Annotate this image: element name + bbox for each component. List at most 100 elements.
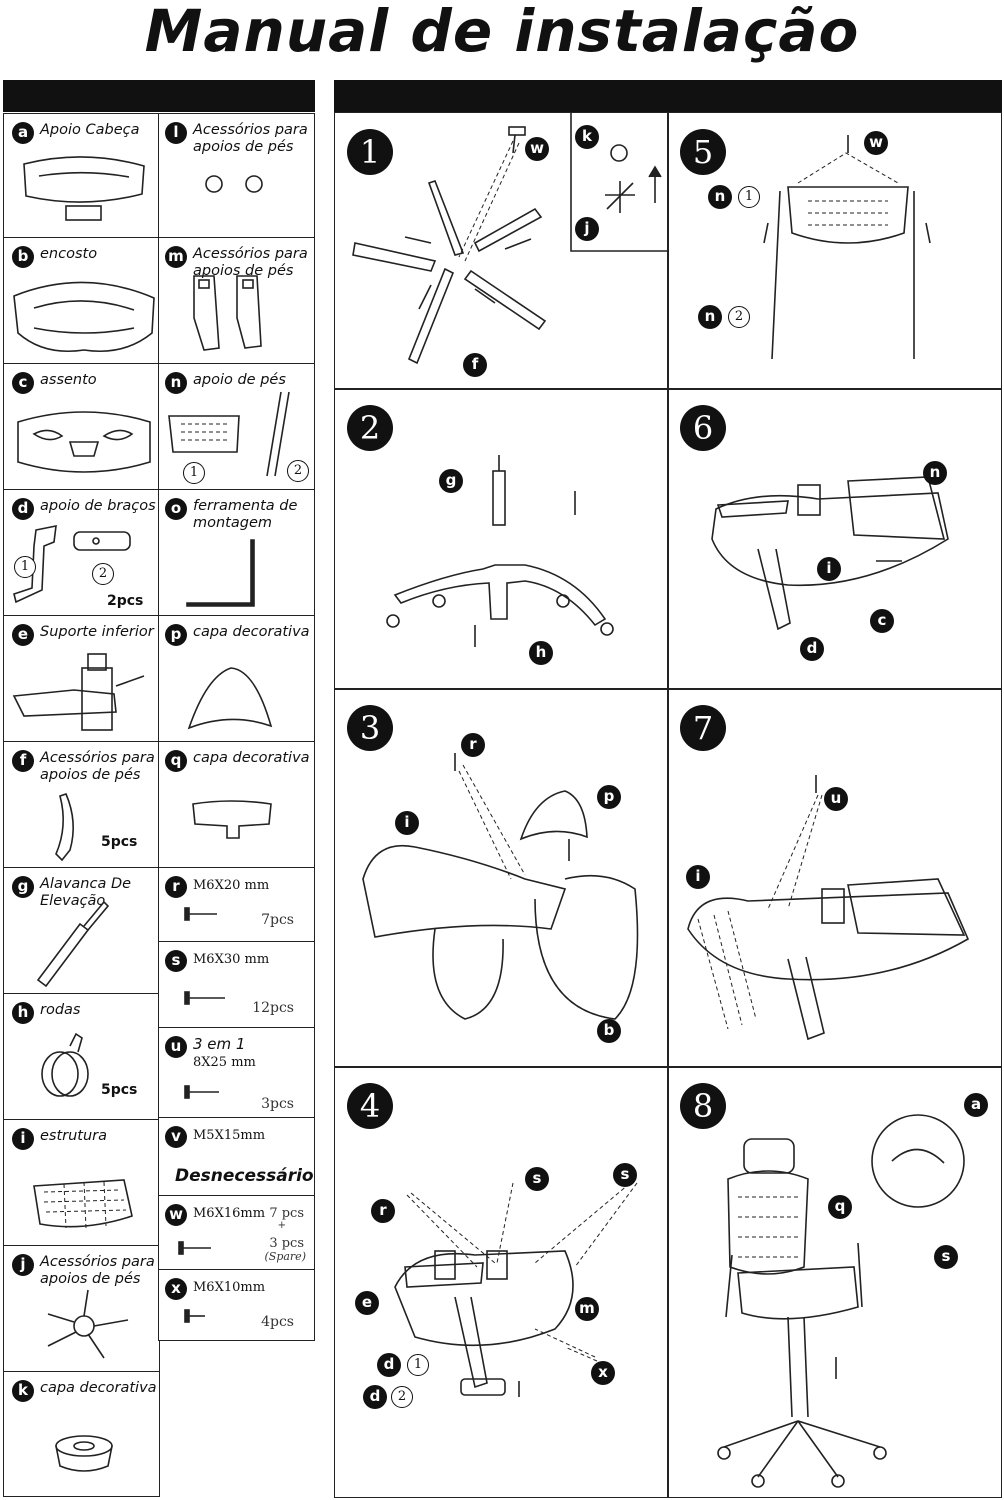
screw-qty: 3pcs [261,1096,294,1112]
part-letter-badge: f [12,750,34,772]
part-letter-badge: b [12,246,34,268]
subpart-two-tag: 2 [92,563,114,585]
screw-x-illustration [184,1309,205,1323]
part-label: Acessórios para apoios de pés [193,122,308,155]
step-tag: c [870,609,894,633]
part-count: 5pcs [101,834,138,850]
step-tag: j [575,217,599,241]
step-3-panel: 3 r p i b [334,688,669,1068]
step-1-illustration [352,113,668,365]
step-number: 7 [680,705,726,751]
step-7-illustration [687,775,970,1041]
frame-illustration [33,1179,133,1229]
screw-w-illustration [178,1241,211,1255]
step-tag: u [824,787,848,811]
screw-cell-s: s M6X30 mm 12pcs [158,941,315,1029]
part-letter-badge: o [165,498,187,520]
screw-spec: M6X16mm [193,1206,266,1221]
subpart-one-tag: 1 [738,186,760,208]
cover-q-illustration [192,800,272,839]
part-label: Alavanca De Elevação [40,876,132,909]
step-tag: s [525,1167,549,1191]
page-title: Manual de instalação [144,0,860,65]
part-label: Apoio Cabeça [40,122,140,138]
screw-s-illustration [184,991,225,1005]
screw-qty: 7pcs [261,912,294,928]
step-tag: g [439,469,463,493]
step-tag: x [591,1361,615,1385]
part-label: Acessórios para apoios de pés [40,1254,155,1287]
step-tag: b [597,1019,621,1043]
part-label: encosto [40,246,98,262]
part-cell-b: b encosto [3,237,160,365]
step-tag: i [686,865,710,889]
screw-qty-spare: 3 pcs [269,1236,304,1251]
allen-key-illustration [186,539,255,607]
step-number: 8 [680,1083,726,1129]
step-tag: s [934,1245,958,1269]
screw-spec: 8X25 mm [193,1055,256,1070]
mechanism-illustration [12,653,145,731]
screw-letter-badge: v [165,1126,187,1148]
headrest-illustration [23,156,145,221]
step-tag: n [708,185,732,209]
part-label: ferramenta de montagem [193,498,298,531]
step-6-panel: 6 n i c d [667,388,1002,690]
subpart-two-tag: 2 [287,460,309,482]
screw-qty: 7 pcs [269,1206,304,1221]
step-tag: e [355,1291,379,1315]
backrest-illustration [13,281,155,353]
screw-u-illustration [184,1085,219,1099]
step-tag: n [923,461,947,485]
part-label: apoio de pés [193,372,286,388]
part-cell-o: o ferramenta de montagem [158,489,315,617]
step-7-panel: 7 u i [667,688,1002,1068]
part-label: capa decorativa [193,750,310,766]
screw-spare-note: (Spare) [264,1250,307,1263]
step-1-panel: 1 w f k j [334,112,669,390]
step-number: 4 [347,1083,393,1129]
footrest-illustration [168,391,290,477]
screw-label: 3 em 1 [193,1035,246,1053]
screw-spec: M6X20 mm [193,878,270,893]
step-number: 1 [347,129,393,175]
step-tag: f [463,353,487,377]
subpart-two-tag: 2 [391,1386,413,1408]
part-label: Suporte inferior [40,624,154,640]
screw-note: Desnecessário [175,1166,314,1186]
step-tag: d [363,1385,387,1409]
step-6-illustration [711,476,949,631]
part-letter-badge: l [165,122,187,144]
screw-qty: 12pcs [252,1000,294,1016]
step-tag: d [800,637,824,661]
part-letter-badge: a [12,122,34,144]
step-tag: a [964,1093,988,1117]
step-4-illustration [394,1178,638,1397]
footrest-brackets-illustration [193,275,262,351]
screw-spec: M6X10mm [193,1280,266,1295]
screw-letter-badge: s [165,950,187,972]
part-label: capa decorativa [40,1380,157,1396]
parts-header-bar [3,80,315,112]
step-5-panel: 5 w n 1 n 2 [667,112,1002,390]
screw-spec: M6X30 mm [193,952,270,967]
step-5-illustration [763,135,931,360]
part-letter-badge: n [165,372,187,394]
screw-letter-badge: w [165,1204,187,1226]
base-hub-illustration [47,1289,129,1359]
step-4-panel: 4 s s r e m d 1 d 2 x [334,1066,669,1498]
part-letter-badge: k [12,1380,34,1402]
part-letter-badge: h [12,1002,34,1024]
part-letter-badge: p [165,624,187,646]
rings-illustration [205,175,263,193]
part-letter-badge: g [12,876,34,898]
